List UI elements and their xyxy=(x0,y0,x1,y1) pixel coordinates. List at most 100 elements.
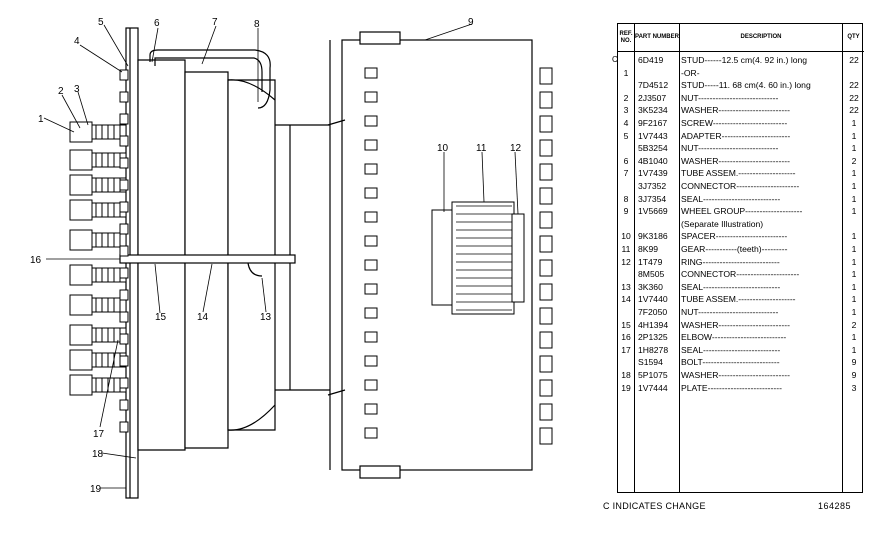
qty-cell: 1 xyxy=(851,231,857,242)
ref-cell: 5 xyxy=(623,130,629,141)
ref-cell: 7 xyxy=(623,168,629,179)
qty-cell: 1 xyxy=(851,130,857,141)
wheel-rib-left xyxy=(364,403,378,415)
part-number-cell: 1V5669 xyxy=(638,206,668,217)
bolt-head-part xyxy=(119,69,129,81)
qty-cell: 1 xyxy=(851,344,857,355)
wheel-rib-left xyxy=(364,427,378,439)
part-number-cell: 4B1040 xyxy=(638,155,668,166)
part-number-cell: 8M505 xyxy=(638,269,665,280)
description-cell: SEAL--------------------------- xyxy=(681,344,781,355)
ref-cell: 2 xyxy=(623,92,629,103)
part-number-cell: 1T479 xyxy=(638,256,663,267)
callout-19: 19 xyxy=(90,484,102,495)
table-row: 17 1H8278 SEAL--------------------------- 1 xyxy=(618,344,864,356)
callout-11: 11 xyxy=(476,143,487,154)
part-number-cell: 1V7440 xyxy=(638,294,668,305)
part-number-cell: 1V7439 xyxy=(638,168,668,179)
bolt-head-part xyxy=(119,201,129,213)
wheel-rib-right xyxy=(539,211,553,229)
description-cell: BOLT--------------------------- xyxy=(681,357,780,368)
ref-cell: 6 xyxy=(623,155,629,166)
description-cell: ELBOW-------------------------- xyxy=(681,332,787,343)
wheel-rib-left xyxy=(364,211,378,223)
part-number-cell: 5P1075 xyxy=(638,370,668,380)
stud-part xyxy=(91,232,127,248)
qty-cell: 1 xyxy=(851,118,857,128)
part-number-cell: 5B3254 xyxy=(638,143,668,154)
callout-1: 1 xyxy=(38,114,44,125)
wheel-rib-left xyxy=(364,259,378,271)
ref-cell: 8 xyxy=(623,193,629,204)
bolt-head-part xyxy=(119,91,129,103)
callout-8: 8 xyxy=(254,19,260,30)
part-number-cell: 2P1325 xyxy=(638,332,668,343)
callout-10: 10 xyxy=(437,143,449,154)
wheel-rib-right xyxy=(539,379,553,397)
ref-cell: 14 xyxy=(621,294,631,305)
nut-part xyxy=(69,174,93,196)
part-number-cell: 3J7352 xyxy=(638,181,667,191)
wheel-rib-right xyxy=(539,67,553,85)
description-cell: TUBE ASSEM.-------------------- xyxy=(681,294,796,305)
ref-cell: 9 xyxy=(623,206,629,217)
wheel-rib-left xyxy=(364,91,378,103)
wheel-rib-left xyxy=(364,331,378,343)
bolt-head-part xyxy=(119,135,129,147)
description-cell: WHEEL GROUP-------------------- xyxy=(681,206,803,217)
wheel-rib-right xyxy=(539,355,553,373)
qty-cell: 1 xyxy=(851,168,857,179)
description-cell: SCREW-------------------------- xyxy=(681,118,788,128)
part-number-cell: 1H8278 xyxy=(638,344,669,355)
wheel-rib-right xyxy=(539,331,553,349)
part-number-cell: 8K99 xyxy=(638,244,659,254)
header-description: DESCRIPTION xyxy=(680,24,842,52)
qty-cell: 22 xyxy=(849,105,859,116)
bolt-head-part xyxy=(119,267,129,279)
callout-13: 13 xyxy=(260,312,272,323)
ref-cell: 3 xyxy=(623,105,629,116)
wheel-rib-left xyxy=(364,307,378,319)
callout-14: 14 xyxy=(197,312,209,323)
table-row: 5B3254 NUT---------------------------- 1 xyxy=(618,142,864,154)
ref-cell: 1 xyxy=(623,67,629,78)
qty-cell: 22 xyxy=(849,55,859,65)
wheel-rib-right xyxy=(539,403,553,421)
header-qty: QTY xyxy=(843,24,864,52)
table-row: (Separate Illustration) xyxy=(618,218,864,230)
description-cell: CONNECTOR---------------------- xyxy=(681,181,800,191)
ref-cell: 15 xyxy=(621,319,631,330)
wheel-rib-left xyxy=(364,139,378,151)
part-number-cell: 3J7354 xyxy=(638,193,667,204)
wheel-rib-right xyxy=(539,427,553,445)
ref-cell: 17 xyxy=(621,344,631,355)
description-cell: WASHER------------------------- xyxy=(681,319,790,330)
description-cell: WASHER------------------------- xyxy=(681,155,790,166)
description-cell: NUT---------------------------- xyxy=(681,92,779,103)
part-number-cell: S1594 xyxy=(638,357,663,368)
nut-part xyxy=(69,149,93,171)
callout-6: 6 xyxy=(154,18,160,29)
bolt-head-part xyxy=(119,333,129,345)
description-cell: GEAR-----------(teeth)--------- xyxy=(681,244,788,254)
callout-9: 9 xyxy=(468,17,474,28)
ref-cell: 16 xyxy=(621,332,631,343)
description-cell: PLATE-------------------------- xyxy=(681,382,782,393)
callout-5: 5 xyxy=(98,17,104,28)
qty-cell: 1 xyxy=(851,143,857,154)
wheel-rib-right xyxy=(539,283,553,301)
description-cell: NUT---------------------------- xyxy=(681,143,779,154)
bolt-head-part xyxy=(119,355,129,367)
header-ref: REF. NO. xyxy=(618,24,634,52)
description-cell: ADAPTER------------------------ xyxy=(681,130,791,141)
wheel-rib-right xyxy=(539,115,553,133)
